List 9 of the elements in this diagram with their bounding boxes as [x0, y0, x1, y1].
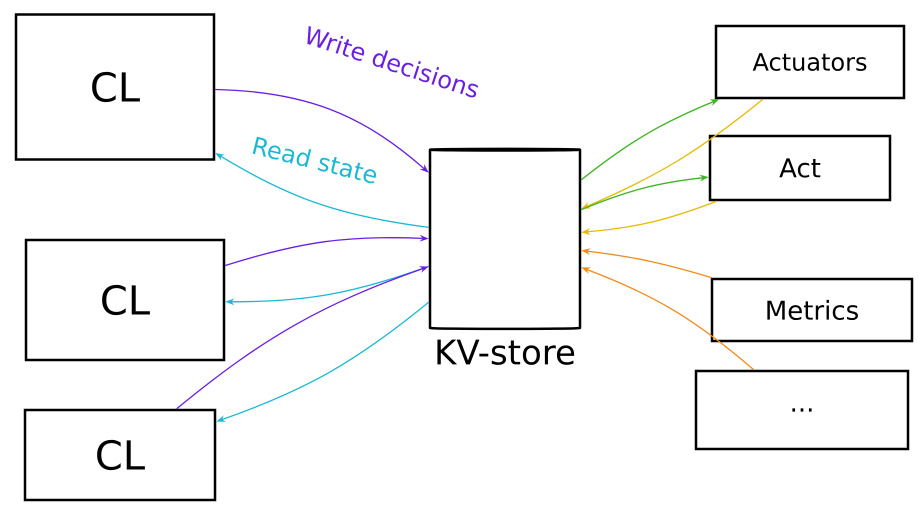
edge-label: Read state	[252, 136, 376, 184]
cylinder-node: KV-store	[428, 148, 582, 365]
text-box: CL	[24, 408, 216, 502]
text-box: Metrics	[710, 278, 914, 342]
text-box: Act	[708, 134, 892, 202]
text-box: ...	[694, 370, 910, 450]
text-box: CL	[14, 13, 216, 161]
text-box: CL	[24, 238, 226, 362]
text-box: Actuators	[714, 24, 906, 100]
